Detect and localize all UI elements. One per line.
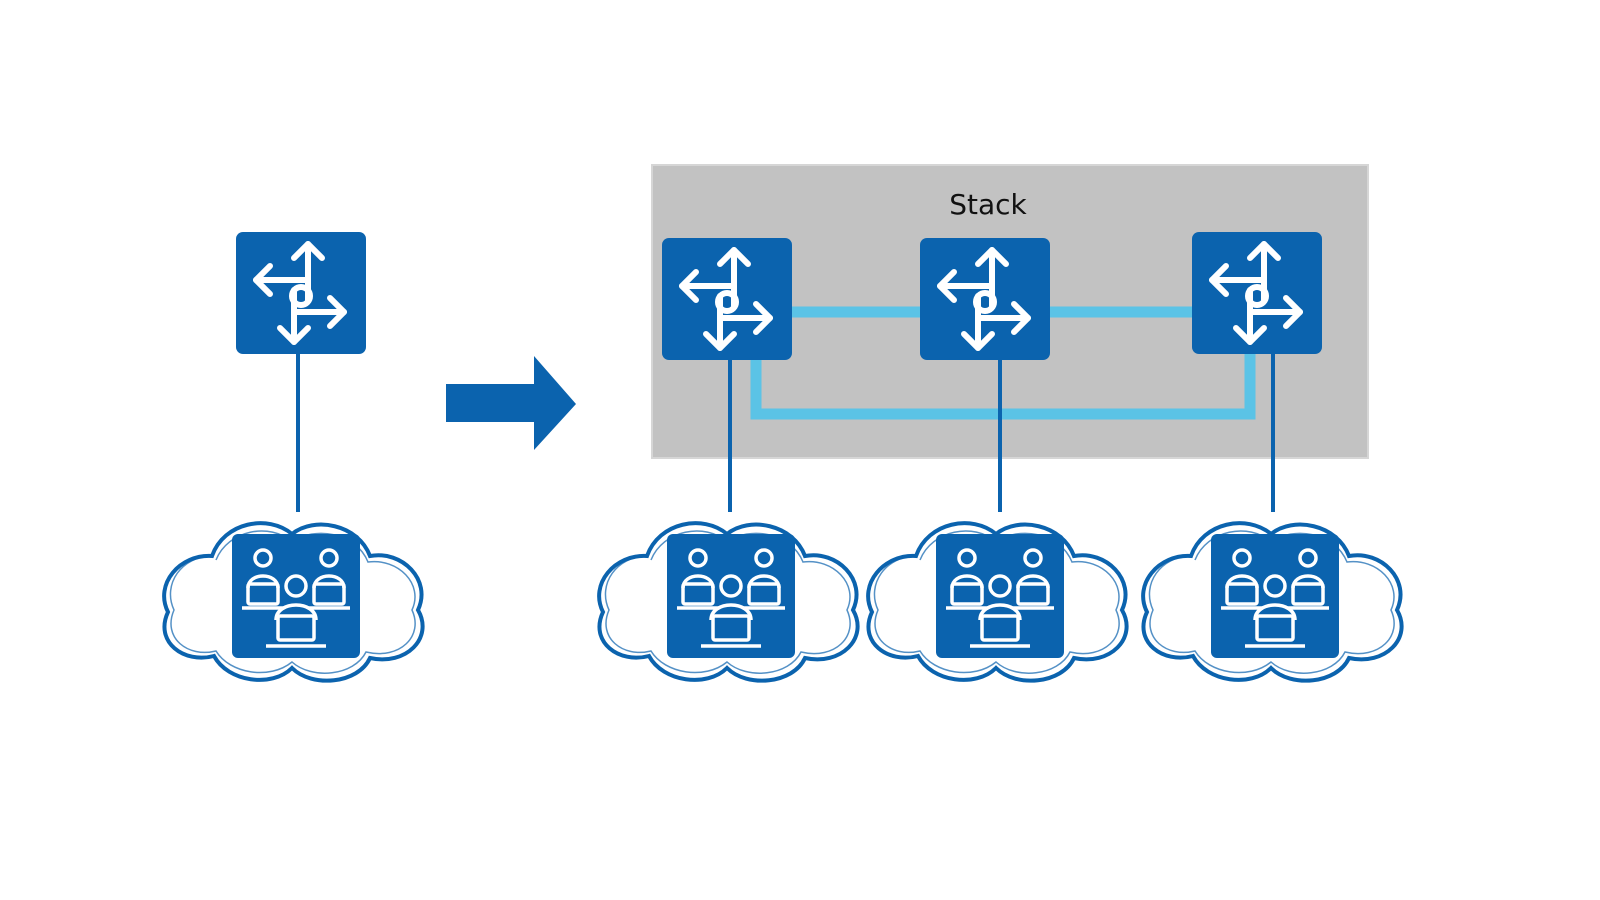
stack-link [750,346,1256,420]
user-group-cloud-icon [1141,521,1404,683]
stack-label: Stack [949,188,1027,221]
user-group-cloud-icon [597,521,860,683]
switch-icon [920,238,1050,360]
switch-icon [662,238,792,360]
right-arrow-icon [446,356,576,450]
switch-icon [1192,232,1322,354]
switch-icon [236,232,366,354]
stack-topology: Stack [597,164,1404,683]
user-group-cloud-icon [866,521,1129,683]
downlink-lines [728,352,1275,512]
single-switch-topology [162,232,425,683]
user-group-cloud-icon [162,521,425,683]
stack-ring-links [750,306,1256,420]
